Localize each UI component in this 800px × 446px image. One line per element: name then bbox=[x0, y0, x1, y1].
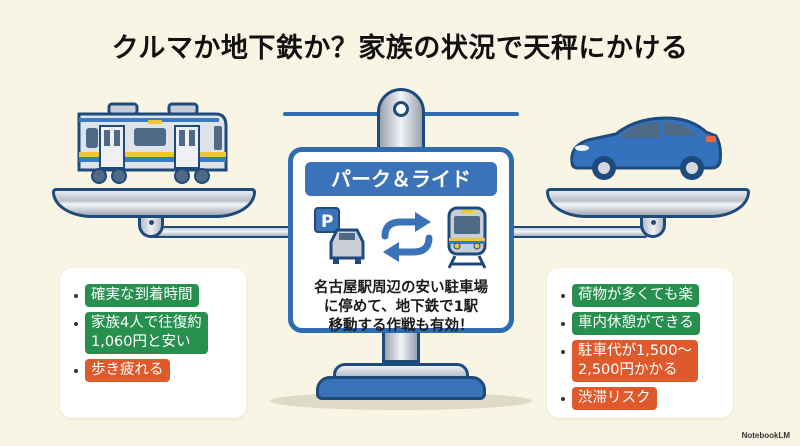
pro-chip: 家族4人で往復約 1,060円と安い bbox=[85, 312, 208, 354]
list-item: 家族4人で往復約 1,060円と安い bbox=[74, 312, 236, 354]
pro-chip: 荷物が多くても楽 bbox=[572, 284, 699, 307]
train-front-icon bbox=[447, 206, 487, 269]
list-item: 駐車代が1,500〜 2,500円かかる bbox=[561, 340, 723, 382]
bullet-icon bbox=[74, 369, 78, 373]
sign-description: 名古屋駅周辺の安い駐車場 に停めて、地下鉄で1駅 移動する作戦も有効！ bbox=[314, 280, 488, 334]
scale-beam-right bbox=[508, 226, 648, 238]
bullet-icon bbox=[561, 294, 565, 298]
con-chip: 駐車代が1,500〜 2,500円かかる bbox=[572, 340, 699, 382]
brand-watermark: NotebookLM bbox=[741, 431, 790, 440]
sign-stand-neck bbox=[382, 333, 420, 363]
pivot-icon bbox=[393, 101, 409, 117]
park-and-ride-icons: P bbox=[314, 206, 487, 269]
list-item: 渋滞リスク bbox=[561, 387, 723, 410]
left-pan bbox=[52, 188, 256, 218]
park-and-ride-sign: パーク＆ライド P 名古屋駅周辺の安い駐車場 に停めて、地下鉄で1駅 移動する作… bbox=[288, 147, 514, 334]
car-icon bbox=[570, 116, 722, 180]
parking-icon: P bbox=[314, 207, 340, 233]
car-pros-cons-card: 荷物が多くても楽 車内休憩ができる 駐車代が1,500〜 2,500円かかる 渋… bbox=[547, 268, 733, 418]
right-pan bbox=[546, 188, 750, 218]
bullet-icon bbox=[561, 397, 565, 401]
train-pros-cons-card: 確実な到着時間 家族4人で往復約 1,060円と安い 歩き疲れる bbox=[60, 268, 246, 418]
scale-beam-left bbox=[150, 226, 295, 238]
bullet-icon bbox=[74, 294, 78, 298]
list-item: 荷物が多くても楽 bbox=[561, 284, 723, 307]
page-title: クルマか地下鉄か？家族の状況で天秤にかける bbox=[111, 33, 689, 64]
sign-stand-base bbox=[316, 376, 486, 400]
swap-arrows-icon bbox=[381, 218, 433, 256]
svg-text:P: P bbox=[321, 212, 333, 232]
sign-title: パーク＆ライド bbox=[305, 162, 497, 196]
train-icon bbox=[77, 102, 228, 184]
con-chip: 渋滞リスク bbox=[572, 387, 657, 410]
con-chip: 歩き疲れる bbox=[85, 359, 170, 382]
pro-chip: 車内休憩ができる bbox=[572, 312, 700, 335]
bullet-icon bbox=[74, 322, 78, 326]
pro-chip: 確実な到着時間 bbox=[85, 284, 199, 307]
list-item: 車内休憩ができる bbox=[561, 312, 723, 335]
car-front-icon bbox=[329, 228, 365, 264]
bullet-icon bbox=[561, 350, 565, 354]
bullet-icon bbox=[561, 322, 565, 326]
list-item: 歩き疲れる bbox=[74, 359, 236, 382]
list-item: 確実な到着時間 bbox=[74, 284, 236, 307]
